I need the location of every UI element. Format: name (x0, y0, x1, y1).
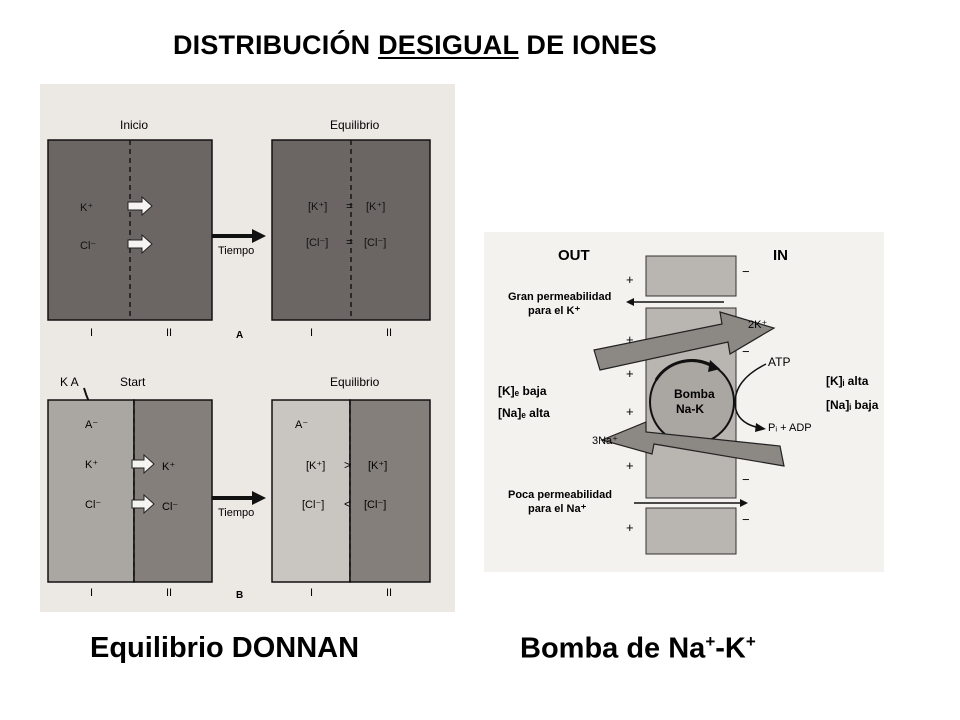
panel-b-k-left: K⁺ (85, 459, 98, 471)
panel-a-eq-cl-right: [Cl⁻] (364, 237, 386, 249)
panel-b-compartment-2: II (166, 587, 172, 599)
pump-rotation-arrow-icon (654, 359, 713, 381)
title-part-1: DISTRIBUCIÓN (172, 30, 371, 60)
panel-b-right-heading: Equilibrio (330, 375, 380, 389)
panel-a-left-heading: Inicio (120, 118, 148, 132)
panel-a-compartment-2: II (166, 327, 172, 339)
sodium-outflow-arrow-icon (600, 421, 785, 467)
na-permeability-line-2: para el Na⁺ (528, 503, 587, 515)
panel-a-ion-cl: Cl⁻ (80, 240, 96, 252)
panel-b-eq-cl-right: [Cl⁻] (364, 499, 386, 511)
panel-b-eq-left-chamber (271, 399, 351, 583)
panel-a-eq-cl-sign: = (346, 235, 353, 249)
inside-charge-2: − (742, 344, 750, 359)
panel-a-eq-k-left: [K⁺] (308, 201, 327, 213)
panel-b-eq-cl-left: [Cl⁻] (302, 499, 324, 511)
panel-a-eq-k-right: [K⁺] (366, 201, 385, 213)
pump-rotation-arrowhead-icon (708, 360, 720, 372)
panel-b-eq-anion: A⁻ (295, 419, 308, 431)
panel-b-k-right: K⁺ (162, 461, 175, 473)
inside-charge-4: − (742, 512, 750, 527)
panel-a-time-arrow-icon (212, 229, 266, 243)
panel-b-cl-right: Cl⁻ (162, 501, 178, 513)
panel-b-cl-left: Cl⁻ (85, 499, 101, 511)
out-label: OUT (558, 247, 590, 264)
panel-a-compartment-1: I (90, 327, 93, 339)
panel-b-eq-k-sign: > (344, 458, 351, 472)
k-permeability-line-2: para el K⁺ (528, 305, 580, 317)
outside-charge-1: + (626, 272, 634, 287)
na-leak-arrowhead-icon (740, 499, 748, 507)
pump-caption-sup-1: + (705, 632, 716, 651)
panel-a-eq-compartment-2: II (386, 327, 392, 339)
k-permeability-line-1: Gran permeabilidad (508, 291, 611, 303)
panel-a-k-arrow-icon (127, 195, 153, 217)
panel-b-eq-right-chamber (349, 399, 431, 583)
sodium-potassium-pump-figure: OUT IN Gran permeabilidad para el K⁺ Poc… (484, 232, 884, 577)
panel-a-ion-k: K⁺ (80, 202, 93, 214)
na-permeability-line-1: Poca permeabilidad (508, 489, 612, 501)
panel-a-time-label: Tiempo (218, 245, 254, 257)
title-part-3: DE IONES (526, 30, 658, 60)
donnan-equilibrium-figure: Inicio Equilibrio K⁺ Cl⁻ I II Tiempo [K⁺… (40, 84, 455, 617)
panel-a-letter: A (236, 330, 243, 341)
outside-charge-5: + (626, 458, 634, 473)
panel-b-eq-k-left: [K⁺] (306, 460, 325, 472)
k-ion-label: 2K⁺ (748, 319, 767, 331)
pump-label-line-2: Na-K (676, 402, 704, 416)
panel-a-eq-compartment-1: I (310, 327, 313, 339)
inside-charge-3: − (742, 472, 750, 487)
pump-caption-dash: -K (715, 632, 746, 665)
pump-caption-sup-2: + (745, 632, 756, 651)
panel-a-cl-arrow-icon (127, 233, 153, 255)
panel-b-start-left-chamber (47, 399, 135, 583)
panel-b-cl-arrow-icon (131, 493, 155, 515)
k-leak-arrowhead-icon (626, 298, 634, 306)
inside-charge-1: − (742, 264, 750, 279)
membrane-bottom-segment (645, 507, 737, 555)
panel-b-anion-left: A⁻ (85, 419, 98, 431)
outside-charge-2: + (626, 332, 634, 347)
in-label: IN (773, 247, 788, 264)
panel-a-eq-cl-left: [Cl⁻] (306, 237, 328, 249)
outside-charge-3: + (626, 366, 634, 381)
panel-b-eq-k-right: [K⁺] (368, 460, 387, 472)
panel-a-right-heading: Equilibrio (330, 118, 380, 132)
outside-charge-6: + (626, 520, 634, 535)
panel-b-letter: B (236, 590, 243, 601)
donnan-panel-b: K A Start Equilibrio A⁻ K⁺ K⁺ Cl⁻ Cl⁻ I … (47, 375, 431, 601)
na-inside-concentration-text: [Na]ᵢ baja (826, 398, 879, 412)
atp-hydrolysis-arrow-icon (734, 363, 767, 429)
atp-hydrolysis-arrowhead-icon (755, 423, 766, 432)
panel-b-k-arrow-icon (131, 453, 155, 475)
panel-b-start-right-chamber (133, 399, 213, 583)
na-ion-label: 3Na⁺ (592, 435, 618, 447)
panel-b-eq-cl-sign: < (344, 497, 351, 511)
pump-caption-text: Bomba de Na (520, 632, 706, 665)
pump-label-line-1: Bomba (674, 387, 715, 401)
page-title: DISTRIBUCIÓN DESIGUAL DE IONES (0, 30, 830, 61)
donnan-panel-a: Inicio Equilibrio K⁺ Cl⁻ I II Tiempo [K⁺… (47, 118, 431, 341)
panel-b-time-label: Tiempo (218, 507, 254, 519)
k-outside-concentration: [K]ₑ baja (498, 384, 547, 398)
outside-charge-4: + (626, 404, 634, 419)
donnan-caption: Equilibrio DONNAN (90, 632, 360, 664)
membrane-top-segment (645, 255, 737, 297)
k-inside-concentration: [K]ᵢ alta (826, 374, 869, 388)
pump-caption: Bomba de Na+-K+ (520, 632, 756, 666)
atp-label: ATP (768, 355, 790, 369)
panel-a-eq-k-sign: = (346, 199, 353, 213)
panel-b-eq-compartment-2: II (386, 587, 392, 599)
panel-b-compartment-1: I (90, 587, 93, 599)
panel-b-left-heading: Start (120, 375, 146, 389)
panel-b-ka-label: K A (60, 375, 79, 389)
panel-b-time-arrow-icon (212, 491, 266, 505)
panel-b-eq-compartment-1: I (310, 587, 313, 599)
title-emphasis: DESIGUAL (378, 30, 519, 60)
na-outside-concentration: [Na]ₑ alta (498, 406, 550, 420)
potassium-inflow-arrow-icon (593, 311, 776, 371)
adp-label: Pᵢ + ADP (768, 422, 812, 434)
